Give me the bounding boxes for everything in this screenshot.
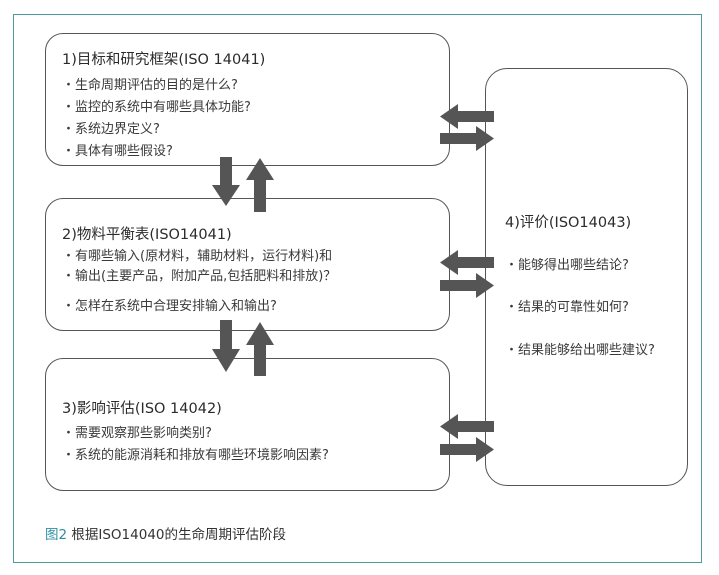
figure-caption: 图2 根据ISO14040的生命周期评估阶段 (45, 523, 286, 543)
stage-1-item: ・生命周期评估的目的是什么? (62, 78, 238, 93)
stage-1-title: 1)目标和研究框架(ISO 14041) (62, 52, 266, 68)
stage-1-item: ・监控的系统中有哪些具体功能? (62, 100, 251, 115)
stage-2-title: 2)物料平衡表(ISO14041) (62, 227, 232, 243)
arrow-left-icon (440, 414, 494, 439)
stage-4-box (485, 68, 688, 486)
arrow-right-icon (440, 126, 494, 151)
stage-3-title: 3)影响评估(ISO 14042) (62, 401, 222, 417)
stage-2-item: ・输出(主要产品，附加产品,包括肥料和排放)？ (62, 269, 337, 284)
arrow-right-icon (440, 437, 494, 462)
arrow-left-icon (440, 250, 494, 275)
arrow-down-icon (212, 157, 240, 206)
arrow-left-icon (440, 104, 494, 129)
stage-2-item: ・怎样在系统中合理安排输入和输出? (62, 299, 277, 314)
arrow-down-icon (212, 320, 240, 372)
stage-4-item: ・结果能够给出哪些建议? (505, 343, 655, 358)
stage-3-box (45, 358, 450, 491)
arrow-right-icon (440, 273, 494, 298)
figure-caption-text: 根据ISO14040的生命周期评估阶段 (67, 527, 287, 543)
arrow-up-icon (246, 158, 274, 212)
stage-3-item: ・需要观察那些影响类别? (62, 426, 212, 441)
stage-1-item: ・具体有哪些假设? (62, 144, 173, 159)
stage-1-box (45, 33, 450, 166)
stage-4-item: ・结果的可靠性如何? (505, 300, 629, 315)
stage-2-item: ・有哪些输入(原材料，辅助材料，运行材料)和 (62, 249, 333, 264)
stage-3-item: ・系统的能源消耗和排放有哪些环境影响因素? (62, 448, 329, 463)
stage-4-item: ・能够得出哪些结论? (505, 258, 629, 273)
arrow-up-icon (246, 322, 274, 376)
figure-frame (13, 14, 702, 563)
figure-number: 图2 (45, 527, 68, 543)
stage-2-box (45, 198, 450, 331)
stage-4-title: 4)评价(ISO14043) (505, 215, 632, 231)
stage-1-item: ・系统边界定义? (62, 122, 160, 137)
